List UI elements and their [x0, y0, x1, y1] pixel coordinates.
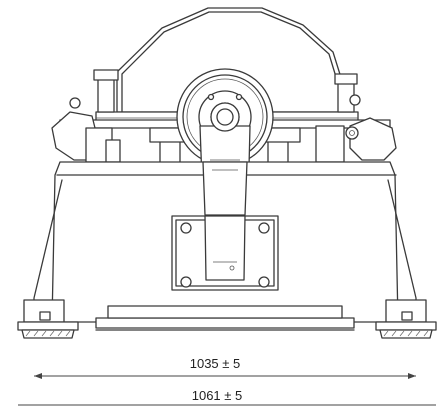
base-feet	[17, 299, 437, 339]
dimension-inner-label: 1035 ± 5	[190, 356, 241, 371]
mounting-plate	[171, 215, 279, 291]
right-clamp-assembly	[259, 73, 397, 165]
dimension-inner: 1035 ± 5	[34, 356, 416, 379]
left-clamp-assembly	[51, 69, 191, 165]
dimension-outer: 1061 ± 5	[18, 388, 436, 406]
vertical-arm-front	[202, 161, 248, 216]
dimension-outer-label: 1061 ± 5	[192, 388, 243, 403]
